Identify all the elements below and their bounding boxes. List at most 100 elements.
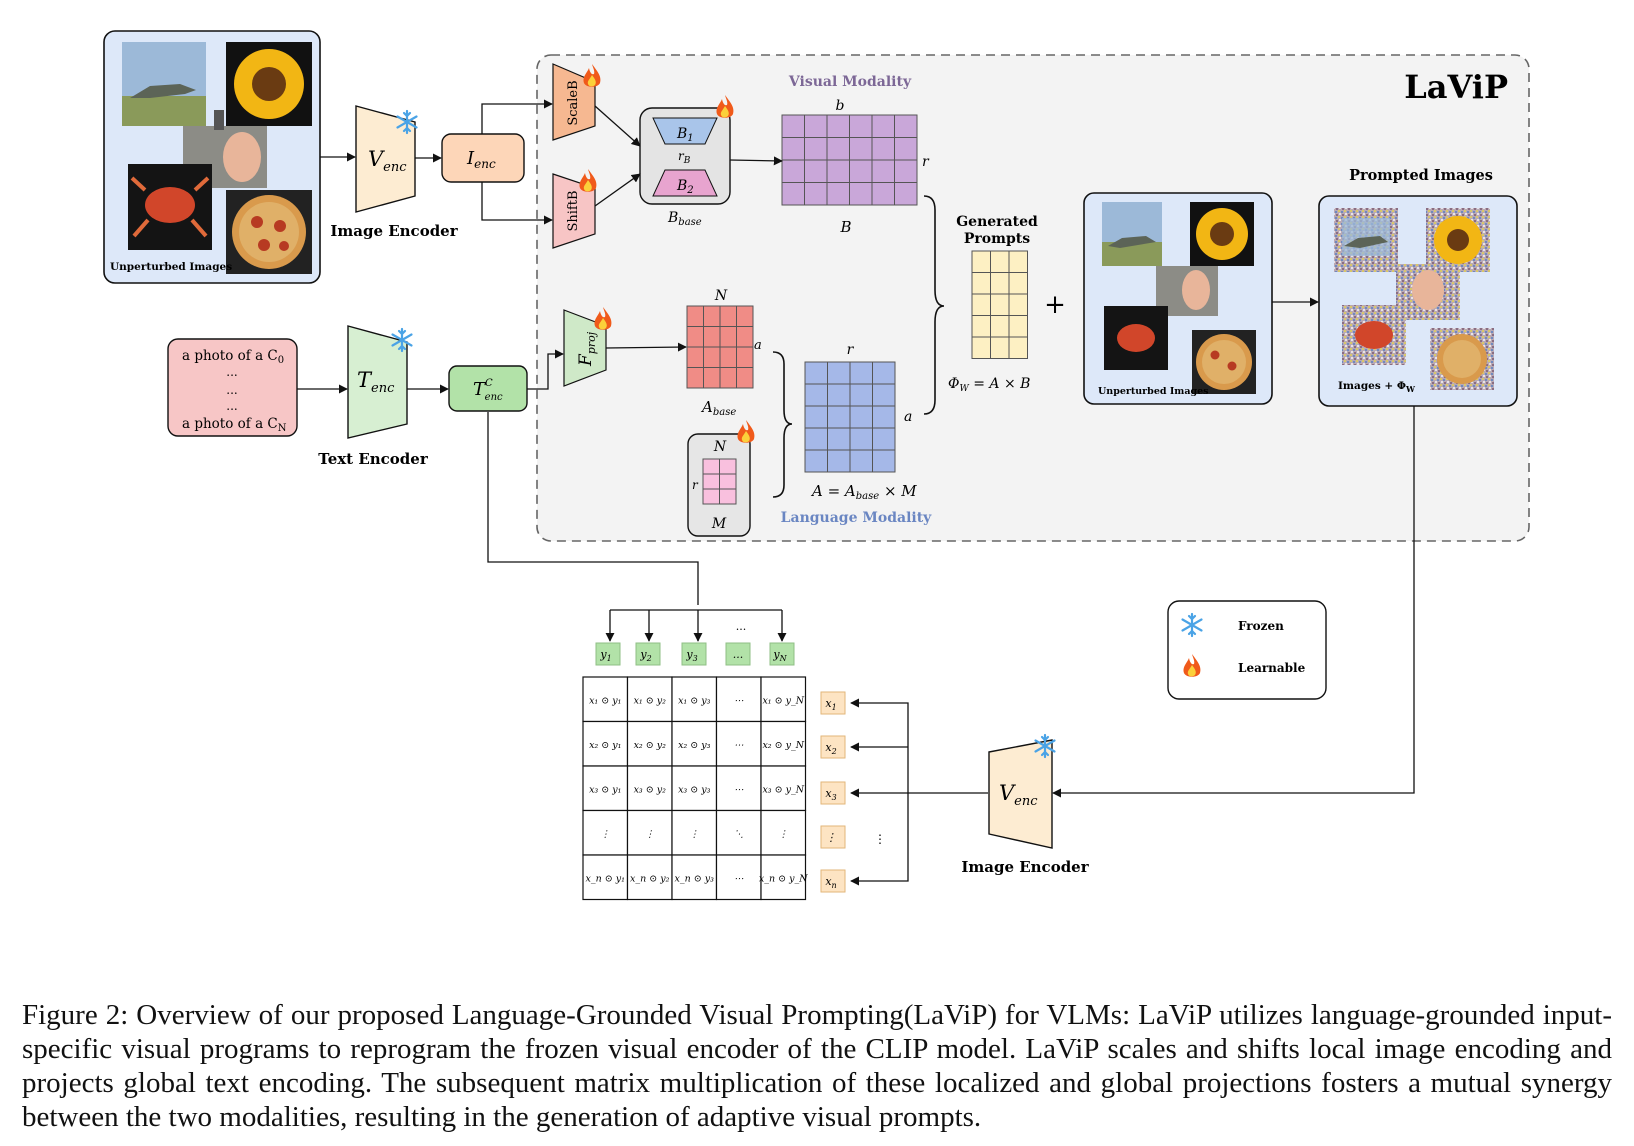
prompts-cell <box>990 336 1010 359</box>
generated-title-1: Generated <box>956 214 1038 230</box>
airplane-photo <box>122 42 206 126</box>
visual-matrix-cell <box>804 114 828 138</box>
prompts-cell <box>1008 315 1028 338</box>
similarity-cell <box>760 676 807 723</box>
visual-matrix-cell <box>849 137 873 161</box>
similarity-cell <box>715 809 762 856</box>
a-base-cell <box>686 305 704 327</box>
similarity-value: x₃ ⊙ y₁ <box>589 784 621 795</box>
similarity-cell <box>760 765 807 812</box>
visual-matrix-cell <box>804 182 828 206</box>
a-base-n-label: N <box>714 288 728 304</box>
m-cell <box>719 488 737 505</box>
visual-matrix-cell <box>849 159 873 183</box>
a-base-label: Abase <box>700 398 736 418</box>
a-base-cell <box>686 326 704 348</box>
image-embedding-label: ⋮ <box>826 831 837 844</box>
language-matrix-cell <box>849 383 873 407</box>
similarity-value: ⋯ <box>734 695 744 706</box>
similarity-value: ⋱ <box>734 829 744 840</box>
m-label: M <box>711 516 727 532</box>
similarity-value: x₂ ⊙ y_N <box>762 740 804 751</box>
a-base-a-label: a <box>754 338 762 353</box>
language-matrix-cell <box>827 361 851 385</box>
image-embedding-cell <box>820 781 846 805</box>
language-matrix-cell <box>804 427 828 451</box>
text-embedding-cell <box>769 642 795 666</box>
b-matrix-label: B <box>839 218 851 236</box>
r-dim-label-lang: r <box>847 342 855 358</box>
svg-text:ShiftB: ShiftB <box>566 190 581 231</box>
visual-matrix-cell <box>826 159 850 183</box>
m-matrix <box>702 458 737 505</box>
r-dim-label: r <box>922 154 930 170</box>
similarity-cell <box>626 854 673 901</box>
similarity-cell <box>582 676 629 723</box>
language-matrix-cell <box>872 427 896 451</box>
similarity-value: x₃ ⊙ y₃ <box>678 784 711 795</box>
legend: Frozen Learnable <box>1167 600 1327 700</box>
visual-matrix-cell <box>781 137 805 161</box>
svg-text:Venc: Venc <box>999 781 1038 809</box>
text-embedding-cell <box>635 642 661 666</box>
visual-matrix-cell <box>894 114 918 138</box>
m-cell <box>719 473 737 490</box>
visual-modality-title: Visual Modality <box>788 74 912 90</box>
crab-photo <box>128 164 212 250</box>
image-encoder-top: Venc Image Encoder <box>330 105 459 240</box>
similarity-value: ⋮ <box>779 829 789 840</box>
image-encoder-bottom-label: Image Encoder <box>961 858 1089 876</box>
similarity-value: ⋯ <box>734 740 744 751</box>
visual-matrix-cell <box>871 137 895 161</box>
similarity-value: x₁ ⊙ y₁ <box>589 695 621 706</box>
language-matrix-cell <box>827 449 851 473</box>
image-embedding-cell <box>820 691 846 715</box>
language-matrix-cell <box>872 361 896 385</box>
text-embedding-cell <box>681 642 707 666</box>
language-matrix-cell <box>804 361 828 385</box>
image-embedding-cell <box>820 825 846 849</box>
similarity-cell <box>760 809 807 856</box>
similarity-cell <box>715 765 762 812</box>
prompts-cell <box>990 250 1010 273</box>
svg-text:Ienc: Ienc <box>466 148 496 171</box>
m-cell <box>702 473 720 490</box>
visual-matrix-cell <box>781 182 805 206</box>
language-matrix-cell <box>804 383 828 407</box>
similarity-value: x_n ⊙ y₁ <box>586 873 625 884</box>
svg-text:B2: B2 <box>676 178 694 196</box>
image-encoder-bottom: Venc Image Encoder <box>961 733 1090 876</box>
a-base-cell <box>703 326 721 348</box>
svg-text:rB: rB <box>678 149 691 166</box>
prompts-cell <box>971 315 991 338</box>
similarity-value: ⋮ <box>645 829 655 840</box>
prompted-title: Prompted Images <box>1349 167 1493 184</box>
svg-text:a photo of a CN: a photo of a CN <box>182 416 287 434</box>
a-base-cell <box>719 326 737 348</box>
visual-matrix-cell <box>871 159 895 183</box>
language-modality-title: Language Modality <box>781 510 933 526</box>
visual-matrix-cell <box>894 182 918 206</box>
similarity-cell <box>582 854 629 901</box>
input-images-panel: Unperturbed Images <box>103 30 321 284</box>
visual-matrix-cell <box>849 114 873 138</box>
image-encoder-top-label: Image Encoder <box>330 222 458 240</box>
language-matrix-cell <box>849 449 873 473</box>
phi-equation: ΦW = A × B <box>948 376 1030 394</box>
visual-matrix-cell <box>826 137 850 161</box>
legend-learnable: Learnable <box>1238 661 1306 675</box>
a-base-cell <box>703 367 721 389</box>
similarity-value: x₁ ⊙ y₂ <box>634 695 667 706</box>
visual-matrix-cell <box>871 114 895 138</box>
legend-frozen: Frozen <box>1238 619 1284 633</box>
text-embedding-label: ... <box>733 648 744 661</box>
similarity-cell <box>671 676 718 723</box>
m-cell <box>702 488 720 505</box>
sunflower-photo <box>226 42 312 126</box>
similarity-cell <box>760 854 807 901</box>
similarity-value: ⋮ <box>601 829 611 840</box>
visual-matrix-cell <box>826 114 850 138</box>
a-base-cell <box>736 367 754 389</box>
